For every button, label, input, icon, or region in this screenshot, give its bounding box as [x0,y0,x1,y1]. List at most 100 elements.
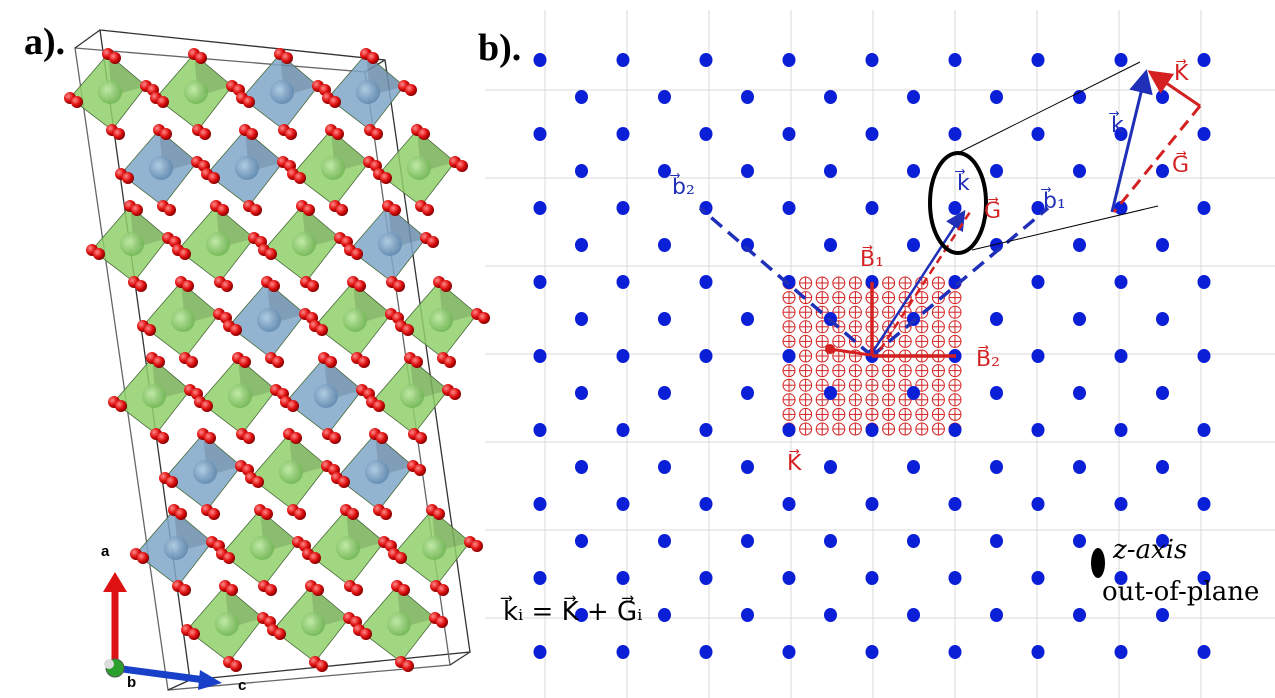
panel-b-label: b). [478,27,521,69]
supercell-point [815,422,829,436]
oxygen-atom [414,464,426,476]
oxygen-atom [246,128,258,140]
supercell-point [832,393,846,407]
lattice-dot [907,164,920,178]
oxygen-atom [371,128,383,140]
oxygen-atom [268,280,280,292]
oxygen-atom [389,204,401,216]
inset-K-label: K⃗ [1174,59,1189,86]
supercell-point [848,305,862,319]
lattice-dot [824,90,837,104]
b2-label: b⃗₂ [669,173,694,200]
supercell-point [931,276,945,290]
oxygen-atom [243,432,255,444]
supercell-point [799,334,813,348]
lattice-dot [948,571,962,585]
supercell-point [948,305,962,319]
lattice-dot [865,423,879,437]
supercell-point [915,393,929,407]
lattice-dot [616,349,630,363]
supercell-point [799,364,813,378]
supercell-point [882,291,896,305]
oxygen-atom [336,204,348,216]
oxygen-atom [436,616,448,628]
lattice-dot [1197,201,1211,215]
axis-c-arrow [114,664,206,684]
supercell-point [931,422,945,436]
oxygen-atom [204,432,216,444]
lattice-dot [1114,201,1128,215]
inset-G-vector [1112,105,1202,213]
blue-octahedron [115,124,210,216]
lattice-dot [824,460,837,474]
lattice-dot [1031,423,1045,437]
supercell-point [782,305,796,319]
green-octahedron [194,352,289,444]
supercell-point [782,291,796,305]
lattice-dot [616,201,630,215]
oxygen-atom [274,628,286,640]
lattice-dot [741,386,754,400]
lattice-dot [1114,497,1128,511]
blue-octahedron [201,124,296,216]
lattice-dot [699,349,713,363]
lattice-dot [782,127,796,141]
G-label: G⃗ [984,197,1001,224]
lattice-dot [1031,645,1045,659]
lattice-dot [1156,312,1169,326]
lattice-dot [1031,497,1045,511]
lattice-dot [741,90,754,104]
supercell-point [898,276,912,290]
lattice-dot [616,127,630,141]
b1-vector [870,206,1050,358]
lattice-dot [699,127,713,141]
b2-vector [698,206,874,358]
green-octahedron [86,200,181,292]
green-octahedron [108,352,203,444]
lattice-dot [616,53,630,67]
panel-b: b). k⃗ K⃗ G⃗ b⃗₁ [478,10,1275,698]
blue-octahedron [223,276,318,368]
oxygen-atom [239,356,251,368]
supercell-point [832,422,846,436]
lattice-dot [575,460,588,474]
oxygen-atom [332,128,344,140]
supercell-point [898,334,912,348]
lattice-dot [907,608,920,622]
oxygen-atom [160,128,172,140]
lattice-dot [1114,423,1128,437]
blue-octahedron [159,428,254,520]
lattice-dot [824,534,837,548]
lattice-dot [658,164,671,178]
green-octahedron [395,276,490,368]
crystal-axes: a b c [101,543,246,694]
supercell-point [832,305,846,319]
supercell-point [848,407,862,421]
lattice-dot [865,571,879,585]
lattice-dot [658,608,671,622]
lattice-dot [907,460,920,474]
oxygen-atom [261,508,273,520]
lattice-dot [1114,275,1128,289]
oxygen-atom [250,204,262,216]
supercell-point [848,276,862,290]
oxygen-atom [122,172,134,184]
lattice-dot [616,645,630,659]
oxygen-atom [182,280,194,292]
G-vector [878,211,972,351]
oxygen-atom [309,552,321,564]
oxygen-atom [478,312,490,324]
lattice-dot [533,423,547,437]
lattice-dot [575,312,588,326]
lattice-dot [1114,645,1128,659]
lattice-dot [1197,53,1211,67]
green-octahedron [353,580,448,672]
oxygen-atom [449,388,461,400]
lattice-dot [1156,90,1169,104]
supercell-point [815,378,829,392]
oxygen-atom [109,52,121,64]
lattice-dot [1031,349,1045,363]
green-octahedron [388,504,483,596]
lattice-dot [699,497,713,511]
